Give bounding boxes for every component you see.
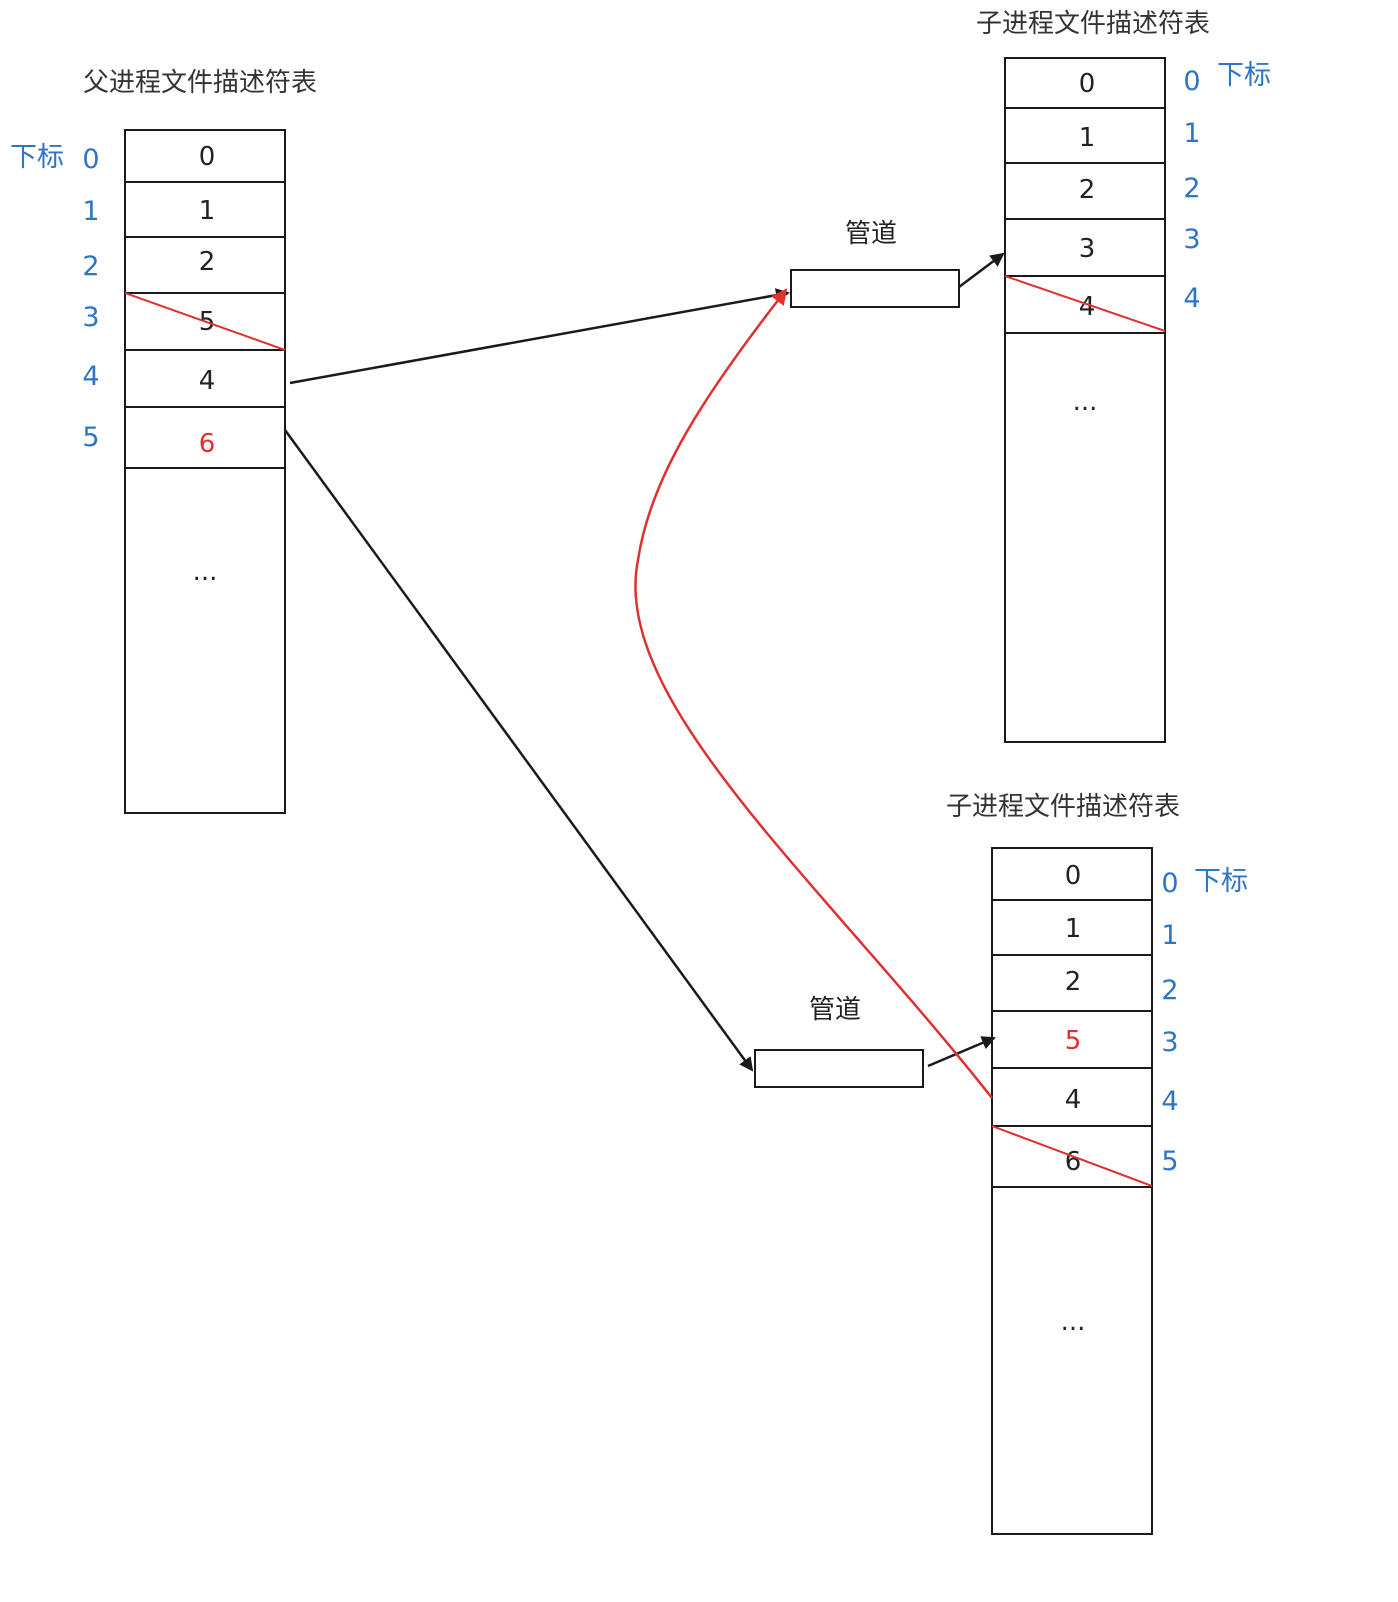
pipe-bottom: 管道 (754, 995, 924, 1088)
child-top-table-title: 子进程文件描述符表 (976, 9, 1210, 39)
parent-index-0: 0 (82, 144, 99, 175)
pipe-top-box (790, 269, 960, 308)
parent-cell-4: 4 (199, 366, 216, 396)
child-top-index-word: 下标 (1217, 60, 1271, 91)
child-top-ellipsis: ... (1073, 387, 1098, 417)
parent-cell-0: 0 (199, 142, 216, 172)
child-top-cell-2: 2 (1079, 175, 1096, 205)
child-bottom-ellipsis: ... (1061, 1307, 1086, 1337)
child-top-cell-0: 0 (1079, 69, 1096, 99)
arrow-child-fd4-to-top-pipe (634, 288, 993, 1099)
child-top-index-0: 0 (1183, 66, 1200, 97)
parent-fd-table: 父进程文件描述符表 0 1 2 5 4 6 ... 下标 0 1 2 3 4 5 (10, 68, 317, 814)
parent-index-2: 2 (82, 251, 99, 282)
parent-index-1: 1 (82, 196, 99, 227)
child-bottom-cell-4: 4 (1065, 1085, 1082, 1115)
pipe-top: 管道 (790, 219, 960, 308)
child-bottom-cell-5: 6 (1065, 1147, 1082, 1177)
child-bottom-cell-0: 0 (1065, 861, 1082, 891)
child-top-index-3: 3 (1183, 224, 1200, 255)
child-bottom-table-title: 子进程文件描述符表 (946, 792, 1180, 822)
parent-index-word: 下标 (10, 142, 64, 173)
parent-table-frame (124, 129, 286, 814)
parent-index-5: 5 (82, 422, 99, 453)
child-bottom-index-0: 0 (1161, 868, 1178, 899)
child-top-cell-3: 3 (1079, 234, 1096, 264)
child-bottom-index-4: 4 (1161, 1086, 1178, 1117)
child-top-index-2: 2 (1183, 173, 1200, 204)
parent-index-4: 4 (82, 361, 99, 392)
child-bottom-index-2: 2 (1161, 975, 1178, 1006)
parent-cell-5: 6 (199, 429, 216, 459)
parent-index-3: 3 (82, 302, 99, 333)
pipe-bottom-label: 管道 (809, 995, 861, 1025)
child-top-cell-1: 1 (1079, 123, 1096, 153)
arrow-parent-fd4-to-top-pipe (289, 288, 790, 385)
parent-closed-strike (124, 292, 286, 351)
child-bottom-cell-3: 5 (1065, 1026, 1082, 1056)
pipe-bottom-box (754, 1049, 924, 1088)
child-top-fd-table: 子进程文件描述符表 0 1 2 3 4 ... 0 下标 1 2 3 4 (976, 9, 1271, 743)
child-top-table-frame (1004, 57, 1166, 743)
child-top-closed-strike (1004, 275, 1166, 332)
child-top-index-4: 4 (1183, 283, 1200, 314)
pipe-top-label: 管道 (845, 219, 897, 249)
parent-cell-2: 2 (199, 247, 216, 277)
parent-table-title: 父进程文件描述符表 (83, 68, 317, 98)
parent-ellipsis: ... (193, 557, 218, 587)
child-bottom-table-frame (991, 847, 1153, 1535)
arrow-bottom-pipe-to-child-fd3 (927, 1036, 996, 1068)
child-bottom-closed-strike (991, 1125, 1153, 1187)
child-top-cell-4: 4 (1079, 292, 1096, 322)
child-bottom-cell-1: 1 (1065, 914, 1082, 944)
arrow-parent-fd5-to-bottom-pipe (283, 429, 754, 1072)
child-bottom-index-1: 1 (1161, 920, 1178, 951)
parent-cell-1: 1 (199, 196, 216, 226)
child-bottom-index-3: 3 (1161, 1027, 1178, 1058)
child-bottom-fd-table: 子进程文件描述符表 0 1 2 5 4 6 ... 0 下标 1 2 3 4 5 (946, 792, 1248, 1535)
child-top-index-1: 1 (1183, 118, 1200, 149)
child-bottom-cell-2: 2 (1065, 967, 1082, 997)
child-bottom-index-word: 下标 (1194, 866, 1248, 897)
child-bottom-index-5: 5 (1161, 1146, 1178, 1177)
arrow-top-pipe-to-child-fd3 (958, 252, 1005, 288)
